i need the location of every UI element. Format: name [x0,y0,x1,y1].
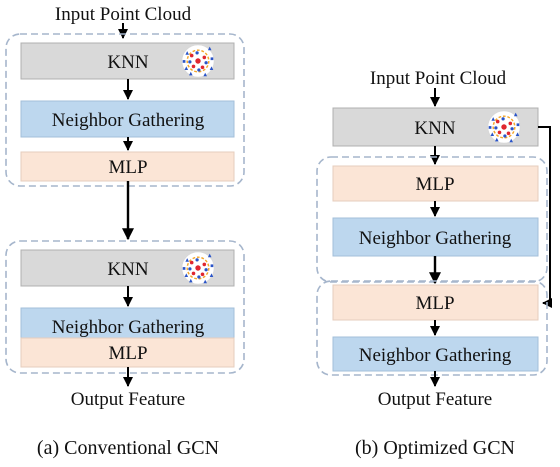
right-input-label: Input Point Cloud [370,68,507,89]
right-mlp-label-2: MLP [415,293,454,314]
point-cloud-icon [487,110,521,144]
right-caption: (b) Optimized GCN [355,437,515,459]
left-mlp-label-1: MLP [108,157,147,178]
right-gather-box-1 [332,217,539,257]
right-gather-label-1: Neighbor Gathering [359,228,512,249]
point-cloud-icon [181,251,215,285]
left-input-label: Input Point Cloud [55,4,192,25]
right-mlp-label-1: MLP [415,174,454,195]
left-gather-label-1: Neighbor Gathering [52,110,205,131]
left-gather-label-2: Neighbor Gathering [52,317,205,338]
left-knn-label-2: KNN [107,259,148,280]
left-mlp-label-2: MLP [108,343,147,364]
left-output-label: Output Feature [71,389,186,410]
left-layer-group-1 [5,33,245,187]
left-layer-group-2 [5,240,245,374]
right-knn-label: KNN [414,118,455,139]
right-gather-label-2: Neighbor Gathering [359,345,512,366]
point-cloud-icon [181,44,215,78]
right-layer-group-2 [316,280,548,376]
left-caption: (a) Conventional GCN [37,437,219,459]
right-gather-box-2 [332,336,539,372]
right-mlp-box-2 [332,284,539,321]
left-knn-label-1: KNN [107,52,148,73]
right-output-label: Output Feature [378,389,493,410]
